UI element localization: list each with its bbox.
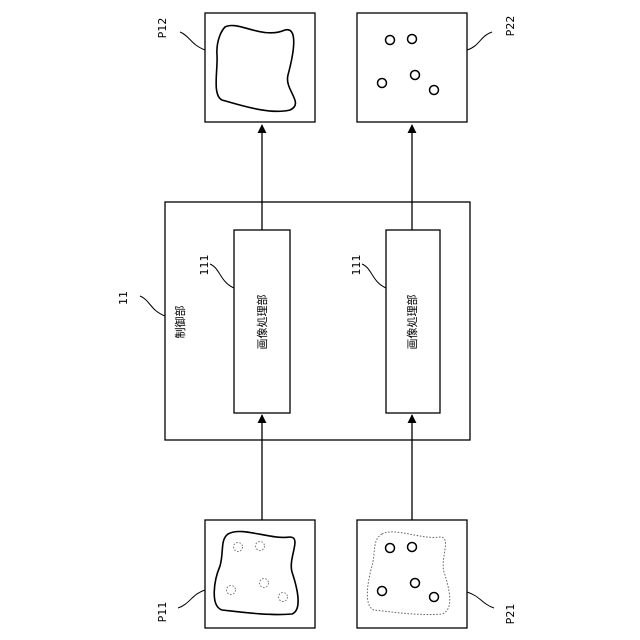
image-p11-dot	[256, 542, 265, 551]
image-p21-frame	[357, 520, 467, 628]
image-p11-dot	[227, 586, 236, 595]
image-p21-label: P21	[504, 604, 517, 625]
image-processor-leader-2	[362, 264, 386, 288]
control-unit-label: 制御部	[173, 306, 187, 339]
image-p12-label: P12	[156, 18, 169, 39]
image-p12-leader	[180, 32, 205, 50]
image-p21-leader	[467, 592, 494, 608]
image-p21-dot	[386, 544, 395, 553]
image-p22-dot	[378, 79, 387, 88]
image-processor-ref-2: 111	[350, 255, 363, 276]
image-p21-dot	[411, 579, 420, 588]
image-p21-dot	[430, 593, 439, 602]
image-p11-label: P11	[156, 602, 169, 623]
image-p22-dot	[430, 86, 439, 95]
image-processor-label-2: 画像処理部	[405, 295, 419, 350]
control-unit-box	[165, 202, 470, 440]
image-p11-frame	[205, 520, 315, 628]
image-p21-dot	[408, 543, 417, 552]
image-p22-dot	[386, 36, 395, 45]
image-processor-label-1: 画像処理部	[255, 295, 269, 350]
image-p12-frame	[205, 13, 315, 122]
control-unit-leader	[140, 296, 165, 316]
image-p11-dot	[279, 593, 288, 602]
image-p11-dot	[234, 543, 243, 552]
image-p22-frame	[357, 13, 467, 122]
image-p11-shape	[214, 531, 298, 614]
image-p22-label: P22	[504, 16, 517, 37]
image-p22-dot	[408, 35, 417, 44]
image-p21-dot	[378, 587, 387, 596]
control-unit-ref: 11	[117, 291, 130, 305]
image-p22-leader	[467, 32, 492, 50]
image-processor-ref-1: 111	[198, 255, 211, 276]
image-p22-dot	[411, 71, 420, 80]
image-processor-leader-1	[210, 264, 234, 288]
image-p12-shape	[216, 25, 295, 111]
image-p11-dot	[260, 579, 269, 588]
image-p11-leader	[178, 590, 205, 608]
